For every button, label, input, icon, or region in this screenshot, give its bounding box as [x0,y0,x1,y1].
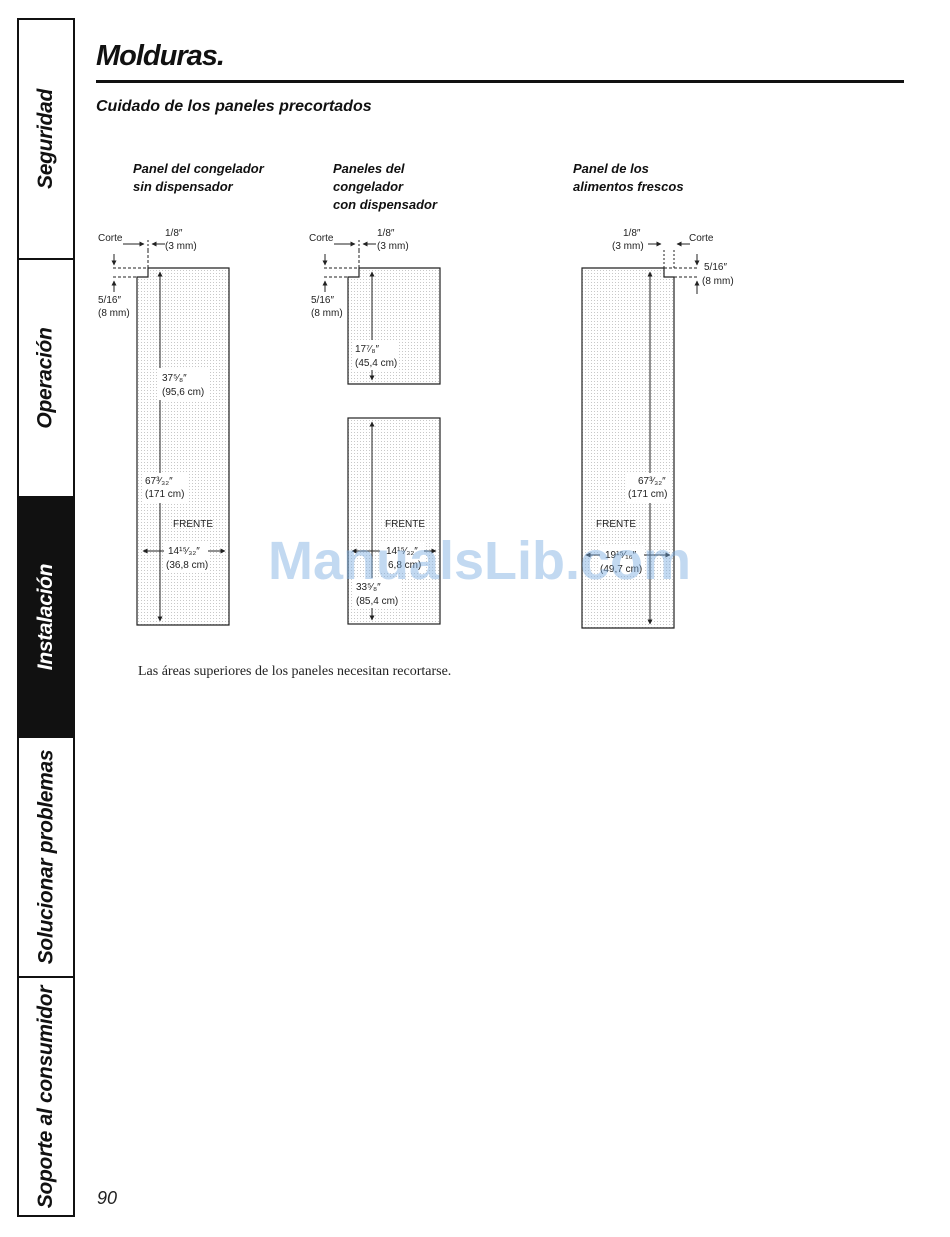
height-67-in-label: 67³⁄₃₂″ [638,476,666,487]
five-sixteenths-in-label: 5/16″ [311,295,334,306]
width-19-cm-label: (49,7 cm) [600,564,642,575]
panel-title-freezer-no-dispenser: Panel del congelador sin dispensador [133,161,264,194]
width-14-in-label: 14¹⁵⁄₃₂″ [168,546,200,557]
five-sixteenths-in-label: 5/16″ [704,262,727,273]
tab-soporte-al-consumidor[interactable]: Soporte al consumidor [19,978,73,1215]
front-label: FRENTE [596,519,636,530]
five-sixteenths-mm-label: (8 mm) [702,276,734,287]
section-tabs: Seguridad Operación Instalación Solucion… [17,18,75,1217]
height-33-in-label: 33⁵⁄₈″ [356,582,381,593]
tab-seguridad[interactable]: Seguridad [19,20,73,260]
height-67-cm-label: (171 cm) [628,489,667,500]
panel-diagrams: Corte 1/8″ (3 mm) 5/16″ (8 mm) 37⁵⁄₈″ (9… [98,228,734,629]
tab-operacion[interactable]: Operación [19,260,73,498]
cut-label: Corte [98,233,123,244]
height-67-in-label: 67³⁄₃₂″ [145,476,173,487]
panel-title-freezer-dispenser: Paneles del congelador con dispensador [333,161,438,212]
width-14b-in-label: 14¹⁵⁄₃₂″ [386,546,418,557]
height-67-cm-label: (171 cm) [145,489,184,500]
cut-label: Corte [309,233,334,244]
page-number: 90 [97,1188,118,1208]
height-37-cm-label: (95,6 cm) [162,387,204,398]
height-17-in-label: 17⁷⁄₈″ [355,344,380,355]
panel-fresh-food-drawing [581,241,700,629]
front-label: FRENTE [173,519,213,530]
panel-title-fresh-food: Panel de los alimentos frescos [573,161,684,194]
tab-solucionar-problemas[interactable]: Solucionar problemas [19,738,73,978]
eighth-mm-label: (3 mm) [377,241,409,252]
eighth-in-label: 1/8″ [623,228,641,239]
cut-label: Corte [689,233,714,244]
section-heading: Cuidado de los paneles precortados [96,98,372,115]
height-17-cm-label: (45,4 cm) [355,358,397,369]
width-14b-cm-label: 6,8 cm) [388,560,421,571]
eighth-mm-label: (3 mm) [612,241,644,252]
tab-label: Solucionar problemas [34,749,57,965]
eighth-mm-label: (3 mm) [165,241,197,252]
tab-instalacion[interactable]: Instalación [19,498,73,738]
five-sixteenths-mm-label: (8 mm) [311,308,343,319]
tab-label: Soporte al consumidor [34,985,57,1208]
five-sixteenths-mm-label: (8 mm) [98,308,130,319]
height-37-in-label: 37⁵⁄₈″ [162,373,187,384]
height-33-cm-label: (85,4 cm) [356,596,398,607]
title-rule [96,80,904,83]
eighth-in-label: 1/8″ [165,228,183,239]
width-14-cm-label: (36,8 cm) [166,560,208,571]
five-sixteenths-in-label: 5/16″ [98,295,121,306]
eighth-in-label: 1/8″ [377,228,395,239]
watermark: ManualsLib.com [268,531,692,591]
front-label: FRENTE [385,519,425,530]
caption: Las áreas superiores de los paneles nece… [138,664,452,679]
width-19-in-label: 19¹⁵⁄₁₆″ [605,550,637,561]
page-title: Molduras. [96,40,225,72]
